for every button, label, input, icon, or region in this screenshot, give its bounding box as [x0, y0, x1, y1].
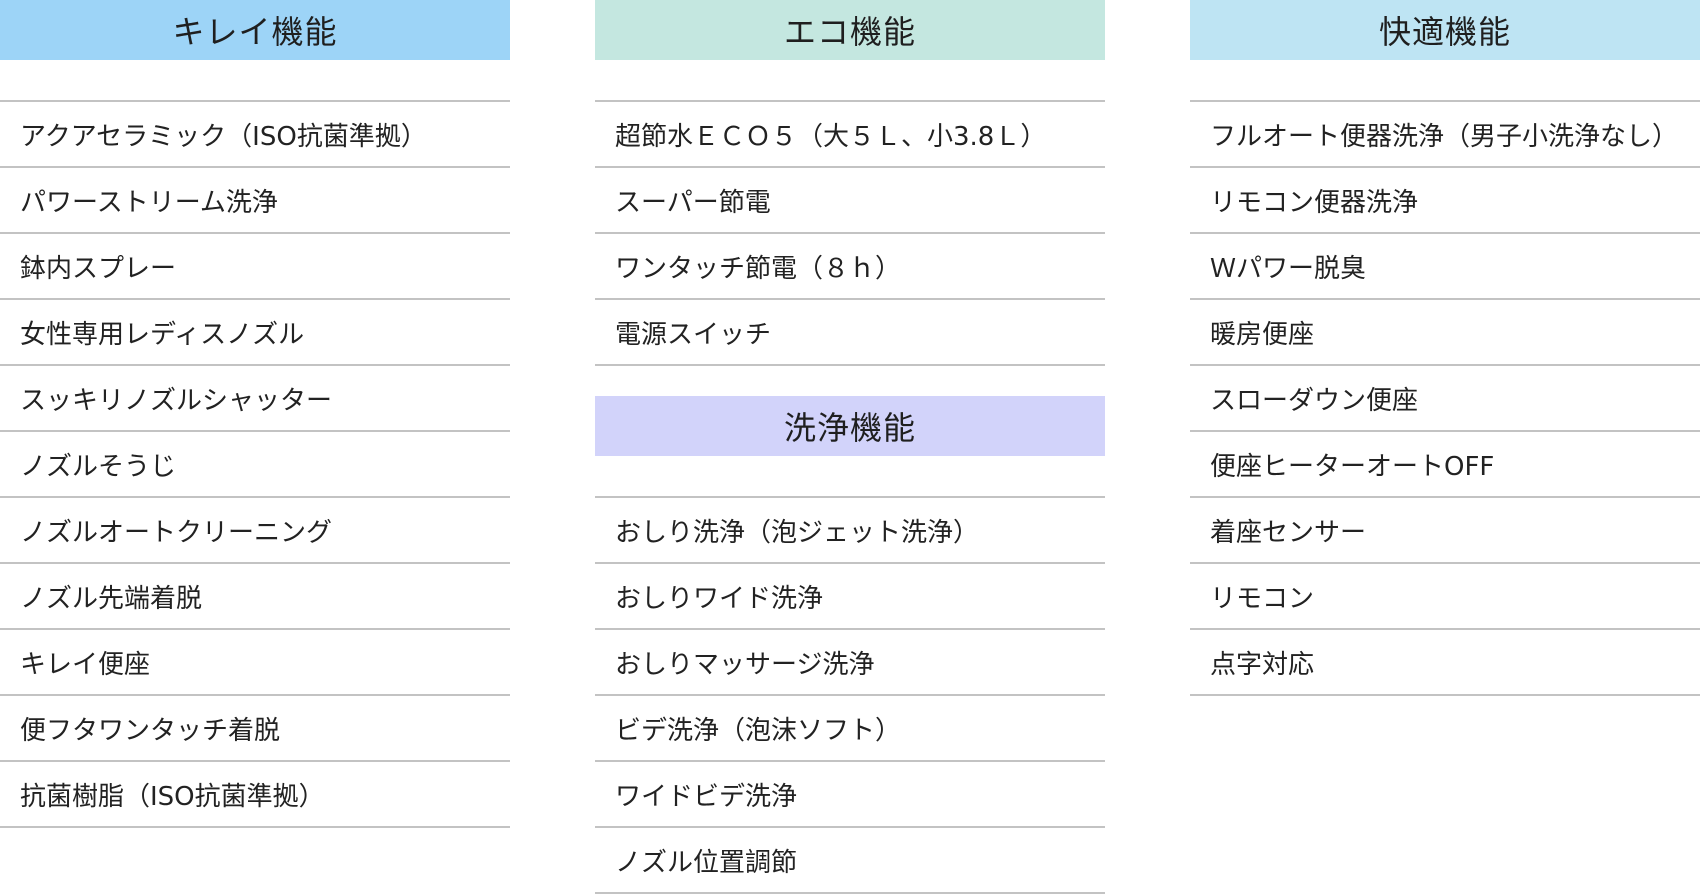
kaiteki-item: リモコン便器洗浄 — [1190, 168, 1700, 234]
kaiteki-header: 快適機能 — [1190, 0, 1700, 60]
kirei-item: 抗菌樹脂（ISO抗菌準拠） — [0, 762, 510, 828]
kirei-item: 便フタワンタッチ着脱 — [0, 696, 510, 762]
senjo-list: おしり洗浄（泡ジェット洗浄） おしりワイド洗浄 おしりマッサージ洗浄 ビデ洗浄（… — [595, 496, 1105, 894]
kaiteki-item: 着座センサー — [1190, 498, 1700, 564]
eco-item: スーパー節電 — [595, 168, 1105, 234]
kaiteki-item: スローダウン便座 — [1190, 366, 1700, 432]
kaiteki-section: 快適機能 フルオート便器洗浄（男子小洗浄なし） リモコン便器洗浄 Ｗパワー脱臭 … — [1190, 0, 1700, 696]
kirei-column: キレイ機能 アクアセラミック（ISO抗菌準拠） パワーストリーム洗浄 鉢内スプレ… — [0, 0, 510, 828]
kirei-item: ノズルそうじ — [0, 432, 510, 498]
eco-item: ワンタッチ節電（８ｈ） — [595, 234, 1105, 300]
senjo-header: 洗浄機能 — [595, 396, 1105, 456]
senjo-item: ノズル位置調節 — [595, 828, 1105, 894]
kirei-list: アクアセラミック（ISO抗菌準拠） パワーストリーム洗浄 鉢内スプレー 女性専用… — [0, 100, 510, 828]
senjo-section: 洗浄機能 おしり洗浄（泡ジェット洗浄） おしりワイド洗浄 おしりマッサージ洗浄 … — [595, 396, 1105, 894]
kirei-item: アクアセラミック（ISO抗菌準拠） — [0, 102, 510, 168]
kirei-item: キレイ便座 — [0, 630, 510, 696]
kirei-header: キレイ機能 — [0, 0, 510, 60]
kaiteki-item: リモコン — [1190, 564, 1700, 630]
senjo-item: おしり洗浄（泡ジェット洗浄） — [595, 498, 1105, 564]
eco-list: 超節水ＥＣＯ５（大５Ｌ、小3.8Ｌ） スーパー節電 ワンタッチ節電（８ｈ） 電源… — [595, 100, 1105, 366]
kirei-item: パワーストリーム洗浄 — [0, 168, 510, 234]
kaiteki-item: Ｗパワー脱臭 — [1190, 234, 1700, 300]
eco-item: 超節水ＥＣＯ５（大５Ｌ、小3.8Ｌ） — [595, 102, 1105, 168]
senjo-item: おしりマッサージ洗浄 — [595, 630, 1105, 696]
senjo-item: ビデ洗浄（泡沫ソフト） — [595, 696, 1105, 762]
kaiteki-column: 快適機能 フルオート便器洗浄（男子小洗浄なし） リモコン便器洗浄 Ｗパワー脱臭 … — [1190, 0, 1700, 696]
kirei-item: スッキリノズルシャッター — [0, 366, 510, 432]
kirei-item: ノズルオートクリーニング — [0, 498, 510, 564]
kaiteki-item: 便座ヒーターオートOFF — [1190, 432, 1700, 498]
eco-item: 電源スイッチ — [595, 300, 1105, 366]
kirei-item: 鉢内スプレー — [0, 234, 510, 300]
kaiteki-item: 点字対応 — [1190, 630, 1700, 696]
eco-column: エコ機能 超節水ＥＣＯ５（大５Ｌ、小3.8Ｌ） スーパー節電 ワンタッチ節電（８… — [595, 0, 1105, 894]
eco-section: エコ機能 超節水ＥＣＯ５（大５Ｌ、小3.8Ｌ） スーパー節電 ワンタッチ節電（８… — [595, 0, 1105, 366]
kaiteki-item: 暖房便座 — [1190, 300, 1700, 366]
kirei-section: キレイ機能 アクアセラミック（ISO抗菌準拠） パワーストリーム洗浄 鉢内スプレ… — [0, 0, 510, 828]
eco-header: エコ機能 — [595, 0, 1105, 60]
senjo-item: ワイドビデ洗浄 — [595, 762, 1105, 828]
kaiteki-list: フルオート便器洗浄（男子小洗浄なし） リモコン便器洗浄 Ｗパワー脱臭 暖房便座 … — [1190, 100, 1700, 696]
kirei-item: 女性専用レディスノズル — [0, 300, 510, 366]
senjo-item: おしりワイド洗浄 — [595, 564, 1105, 630]
kaiteki-item: フルオート便器洗浄（男子小洗浄なし） — [1190, 102, 1700, 168]
kirei-item: ノズル先端着脱 — [0, 564, 510, 630]
